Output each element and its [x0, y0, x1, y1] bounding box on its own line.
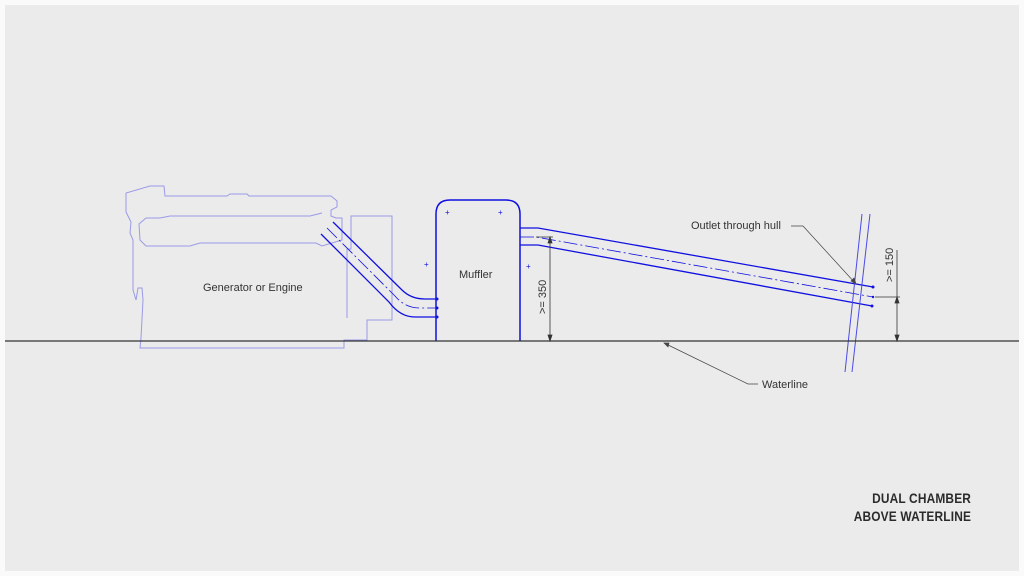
waterline-label: Waterline — [762, 379, 808, 391]
svg-text:+: + — [498, 208, 503, 217]
hull-wall — [844, 213, 871, 373]
diagram-frame — [5, 5, 1019, 571]
svg-text:+: + — [445, 208, 450, 217]
svg-text:+: + — [424, 260, 429, 269]
dimension-350 — [536, 235, 553, 343]
dim-350-label: >= 350 — [537, 280, 549, 314]
svg-text:+: + — [526, 262, 531, 271]
leader-lines — [663, 225, 857, 385]
muffler-label: Muffler — [459, 269, 493, 281]
title-line-2: ABOVE WATERLINE — [853, 508, 971, 524]
title-line-1: DUAL CHAMBER — [871, 490, 971, 506]
outlet-pipe — [520, 227, 874, 307]
engine-exhaust-pipe — [320, 221, 437, 318]
engine-label: Generator or Engine — [203, 282, 303, 294]
outlet-label: Outlet through hull — [691, 220, 781, 232]
muffler-body — [435, 199, 521, 341]
engine-outline — [125, 185, 393, 349]
diagram-title: DUAL CHAMBER ABOVE WATERLINE — [854, 489, 971, 525]
construction-marks: + + + + — [424, 208, 875, 319]
dimension-150 — [875, 250, 900, 343]
dim-150-label: >= 150 — [884, 248, 896, 282]
